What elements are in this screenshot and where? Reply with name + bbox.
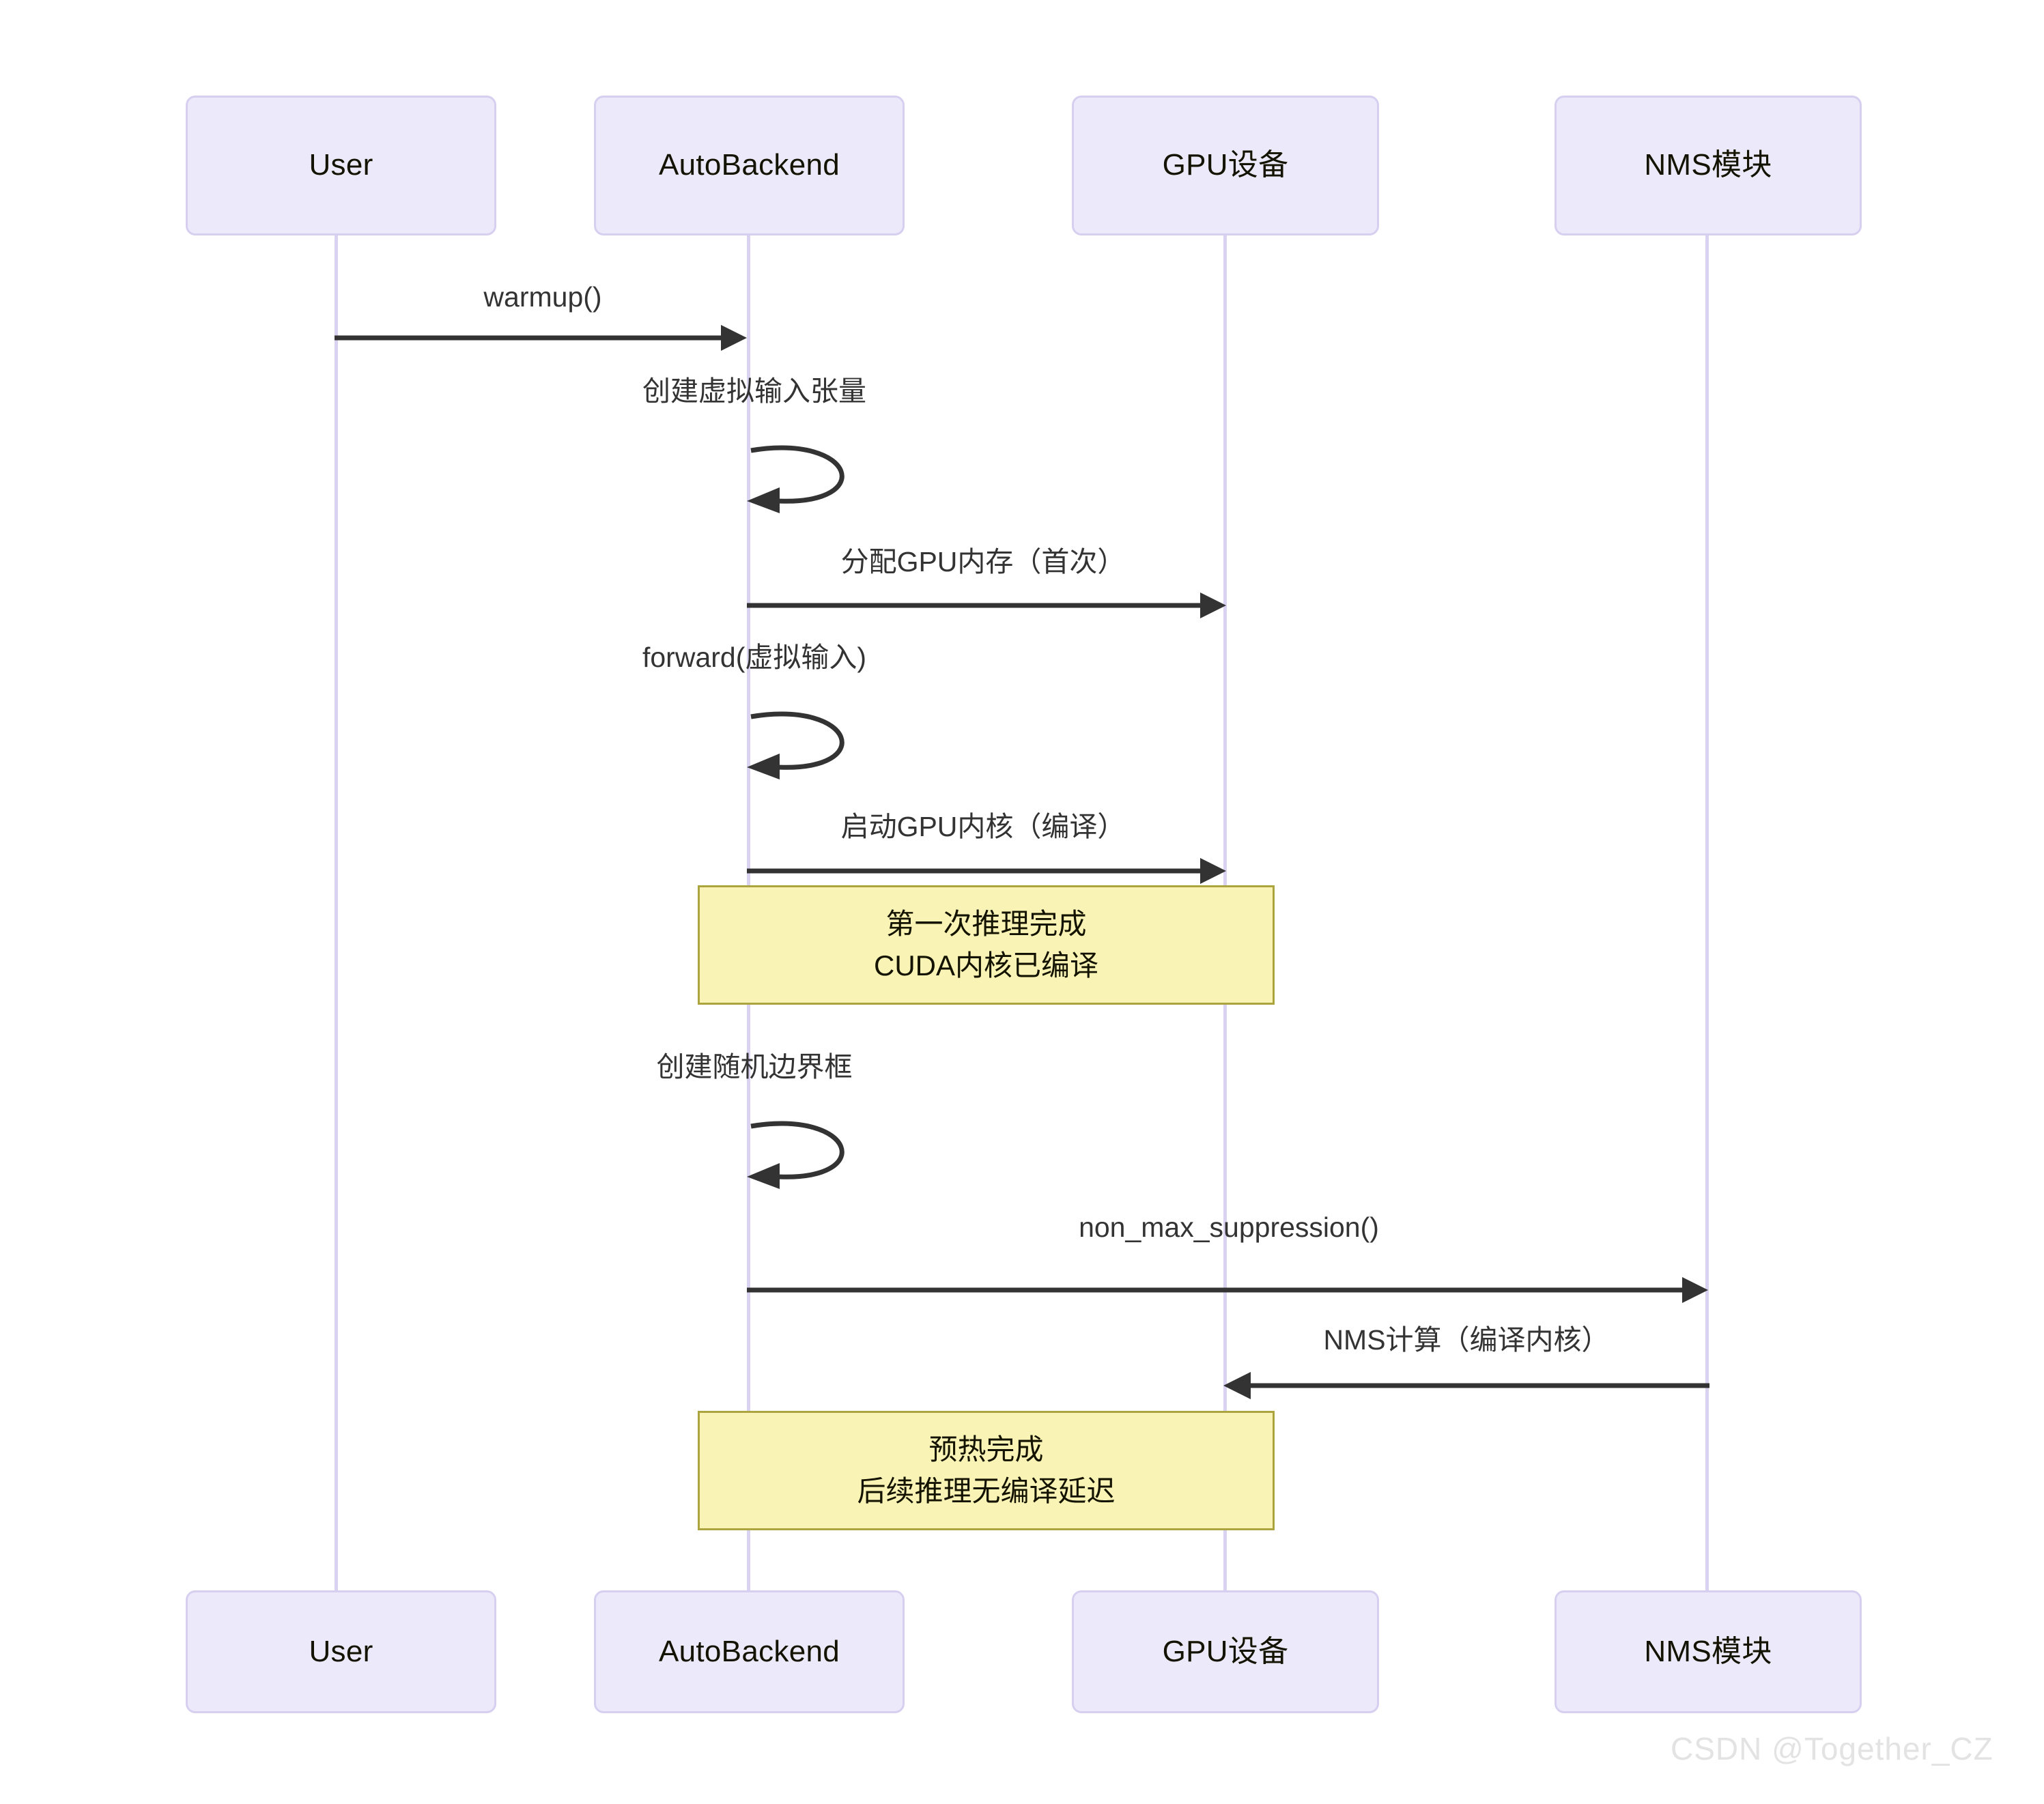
note-line: CUDA内核已编译: [873, 949, 1098, 982]
participant-label: User: [309, 1634, 373, 1668]
message-arrow-non-max-suppression: [747, 1277, 1708, 1303]
message-label-forward-dummy: forward(虚拟输入): [642, 642, 867, 673]
message-arrow-launch-gpu-kernel: [747, 858, 1226, 884]
note-first-inference-complete: 第一次推理完成 CUDA内核已编译: [698, 885, 1275, 1005]
message-arrow-warmup: [335, 325, 747, 351]
message-selfloop-create-random-boxes: [747, 1121, 844, 1189]
participant-top-autobackend[interactable]: AutoBackend: [594, 96, 905, 235]
message-selfloop-forward-dummy: [747, 711, 844, 779]
participant-label: NMS模块: [1644, 1634, 1772, 1668]
participant-label: GPU设备: [1162, 1634, 1289, 1668]
participant-label: GPU设备: [1162, 148, 1289, 182]
participant-label: User: [309, 148, 373, 182]
participant-bottom-autobackend[interactable]: AutoBackend: [594, 1590, 905, 1713]
participant-bottom-user[interactable]: User: [186, 1590, 496, 1713]
note-line: 第一次推理完成: [885, 907, 1087, 940]
lifeline-nms: [1705, 235, 1709, 1594]
message-selfloop-create-dummy-tensor: [747, 445, 844, 513]
message-arrow-nms-compute: [1223, 1372, 1709, 1399]
message-arrow-allocate-gpu-memory: [747, 592, 1226, 618]
note-line: 预热完成: [928, 1433, 1044, 1465]
lifeline-user: [335, 235, 338, 1594]
message-label-non-max-suppression: non_max_suppression(): [1079, 1212, 1379, 1243]
note-warmup-complete: 预热完成 后续推理无编译延迟: [698, 1411, 1275, 1530]
csdn-watermark: CSDN @Together_CZ: [1671, 1731, 1993, 1766]
message-label-create-dummy-tensor: 创建虚拟输入张量: [642, 375, 866, 407]
participant-label: AutoBackend: [658, 1634, 840, 1668]
note-line: 后续推理无编译延迟: [857, 1474, 1116, 1507]
participant-label: AutoBackend: [658, 148, 840, 182]
message-label-nms-compute: NMS计算（编译内核）: [1323, 1324, 1610, 1356]
message-label-create-random-boxes: 创建随机边界框: [656, 1051, 853, 1083]
participant-top-nms[interactable]: NMS模块: [1555, 96, 1862, 235]
message-label-warmup: warmup(): [483, 281, 602, 313]
message-label-allocate-gpu-memory: 分配GPU内存（首次）: [840, 546, 1126, 577]
participant-bottom-nms[interactable]: NMS模块: [1555, 1590, 1862, 1713]
participant-label: NMS模块: [1644, 148, 1772, 182]
participant-bottom-gpu[interactable]: GPU设备: [1072, 1590, 1379, 1713]
message-label-launch-gpu-kernel: 启动GPU内核（编译）: [840, 811, 1126, 842]
participant-top-gpu[interactable]: GPU设备: [1072, 96, 1379, 235]
participant-top-user[interactable]: User: [186, 96, 496, 235]
